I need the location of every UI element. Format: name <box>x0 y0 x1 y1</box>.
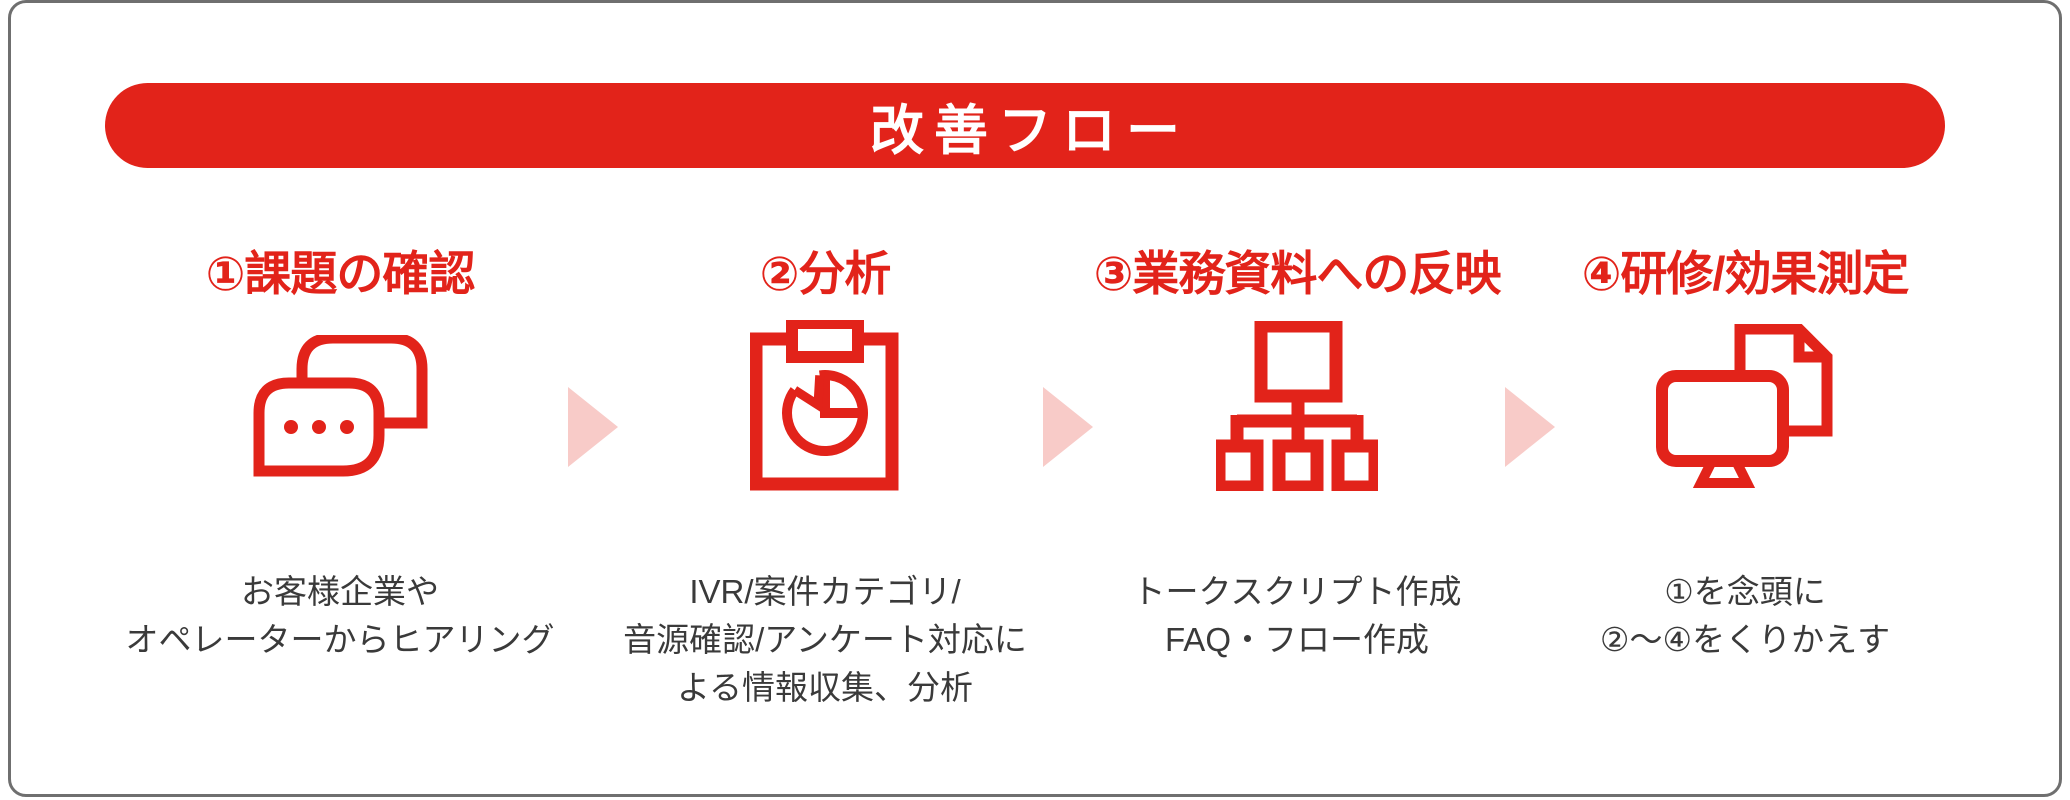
step-4-heading: ④研修/効果測定 <box>1581 246 1910 300</box>
description-line: ①を念頭に <box>1664 573 1826 610</box>
arrow-right-icon <box>1505 387 1555 467</box>
step-3-column: ③業務資料への反映 トークスクリプト作成 FAQ・フロー作成 <box>1067 238 1527 664</box>
step-1-heading: ①課題の確認 <box>205 246 476 300</box>
step-3-heading: ③業務資料への反映 <box>1093 246 1502 300</box>
page-title: 改善フロー <box>870 101 1190 161</box>
step-1-description: お客様企業や オペレーターからヒアリング <box>126 568 555 664</box>
description-line: ②〜④をくりかえす <box>1599 621 1891 658</box>
step-4-column: ④研修/効果測定 ①を念頭に ②〜④をくりかえす <box>1515 238 1975 664</box>
step-2-column: ②分析 IVR/案件カテゴリ/ 音源確認/アンケート対応に よる情報収集、分析 <box>595 238 1055 712</box>
step-2-icon-wrap <box>595 300 1055 512</box>
description-line: 音源確認/アンケート対応に <box>623 621 1027 658</box>
step-4-icon-wrap <box>1515 300 1975 512</box>
arrow-right-icon <box>1043 387 1093 467</box>
step-1-icon-wrap <box>110 300 570 512</box>
clipboard-pie-chart-icon <box>750 320 899 491</box>
org-chart-icon <box>1216 321 1378 491</box>
step-1-column: ①課題の確認 お客様企業や オペレーターからヒアリング <box>110 238 570 664</box>
step-3-description: トークスクリプト作成 FAQ・フロー作成 <box>1132 568 1461 664</box>
arrow-right-icon <box>568 387 618 467</box>
monitor-and-document-icon <box>1656 323 1833 488</box>
step-2-description: IVR/案件カテゴリ/ 音源確認/アンケート対応に よる情報収集、分析 <box>623 568 1027 712</box>
description-line: IVR/案件カテゴリ/ <box>689 573 961 610</box>
description-line: トークスクリプト作成 <box>1132 573 1462 610</box>
step-2-heading: ②分析 <box>759 246 892 300</box>
description-line: オペレーターからヒアリング <box>125 621 555 658</box>
description-line: FAQ・フロー作成 <box>1164 621 1429 658</box>
chat-bubbles-icon <box>253 335 427 477</box>
title-banner: 改善フロー <box>105 83 1945 168</box>
step-3-icon-wrap <box>1067 300 1527 512</box>
description-line: お客様企業や <box>241 573 439 610</box>
description-line: よる情報収集、分析 <box>676 669 973 706</box>
step-4-description: ①を念頭に ②〜④をくりかえす <box>1600 568 1890 664</box>
